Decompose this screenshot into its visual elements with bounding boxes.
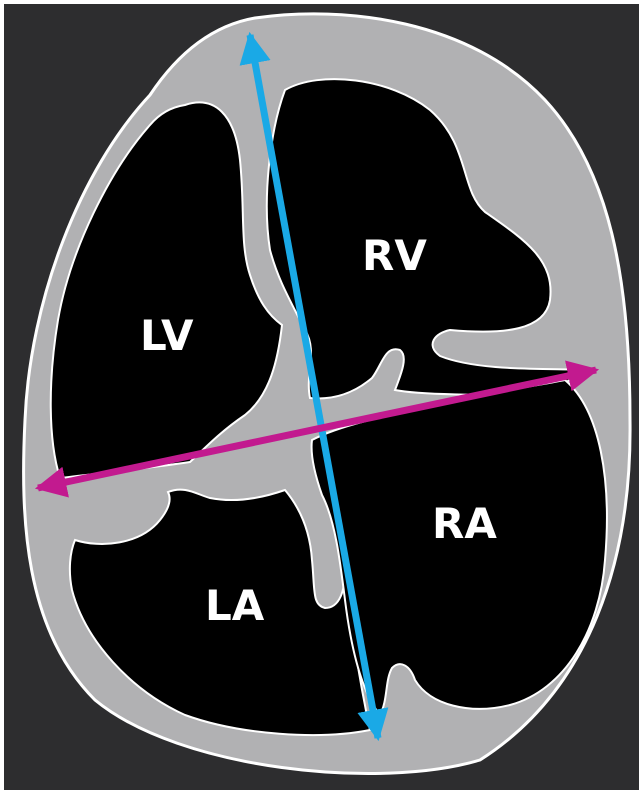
label-la: LA — [205, 581, 265, 630]
label-ra: RA — [432, 499, 497, 548]
label-lv: LV — [140, 311, 194, 360]
label-rv: RV — [362, 231, 427, 280]
